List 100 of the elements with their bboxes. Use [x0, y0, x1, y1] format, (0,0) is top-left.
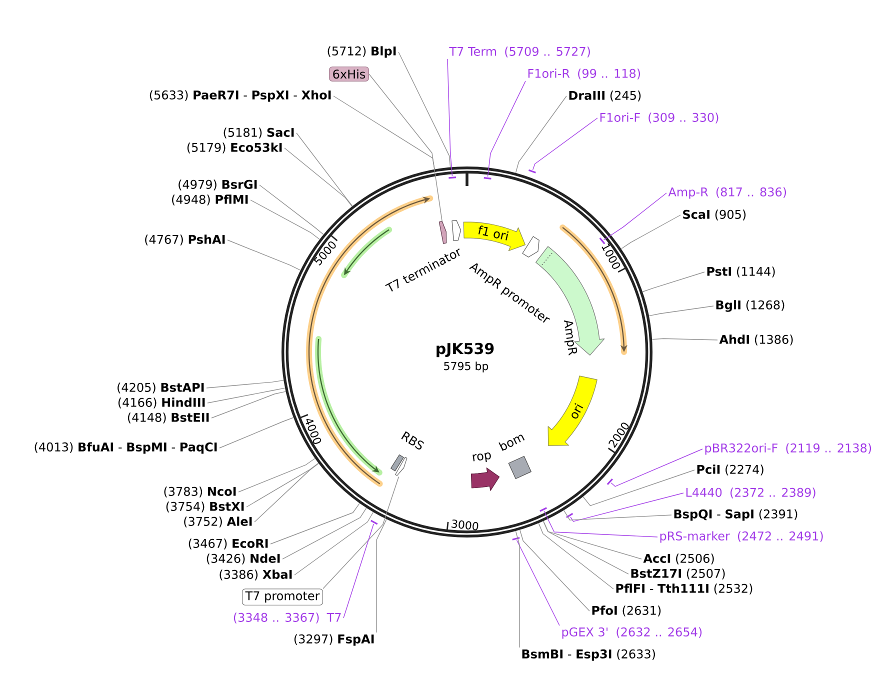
site-label: (4205) BstAPI	[118, 382, 204, 394]
primer-mark	[540, 507, 547, 512]
site-label: (5633) PaeR7I - PspXI - XhoI	[150, 90, 331, 102]
plasmid-name: pJK539	[436, 342, 494, 358]
leader-line	[246, 462, 319, 508]
site-label: ScaI (905)	[683, 210, 746, 220]
leader-line	[652, 338, 718, 340]
leader-line	[603, 192, 667, 240]
leader-line	[259, 184, 324, 235]
leader-line	[238, 458, 316, 492]
primer-label: T7 Term (5709 .. 5727)	[449, 46, 590, 58]
leader-line	[333, 96, 435, 170]
primer-mark	[599, 238, 606, 244]
site-label: (3426) NdeI	[206, 554, 280, 564]
primer-mark	[484, 176, 492, 180]
leader-line	[642, 272, 705, 292]
site-label: BsmBI - Esp3I (2633)	[522, 649, 655, 661]
leader-line	[294, 512, 374, 576]
primer-mark	[512, 536, 520, 540]
leader-line	[284, 148, 352, 207]
feature-label: rop	[472, 452, 491, 462]
leader-line	[487, 80, 526, 177]
leader-line	[447, 58, 453, 176]
primer-label: L4440 (2372 .. 2389)	[686, 488, 816, 498]
site-label: AccI (2506)	[643, 554, 714, 564]
site-label: (4013) BfuAI - BspMI - PaqCI	[34, 442, 217, 454]
feature-label: RBS	[401, 431, 424, 450]
site-label: BglI (1268)	[716, 300, 784, 312]
leader-line	[570, 492, 684, 522]
leader-line	[206, 380, 284, 388]
feature-marker	[395, 456, 408, 476]
primer-mark	[448, 176, 456, 179]
primer-label: (3348 .. 3367) T7	[234, 612, 341, 624]
leader-line	[376, 518, 387, 633]
leader-line	[322, 476, 400, 589]
site-label: BspQI - SapI (2391)	[674, 509, 798, 521]
site-label: AhdI (1386)	[719, 334, 793, 346]
primer-label: pGEX 3' (2632 .. 2654)	[562, 627, 702, 639]
primer-mark	[528, 169, 536, 174]
primer-label: F1ori-F (309 .. 330)	[600, 112, 718, 124]
leader-line	[648, 306, 714, 316]
leader-line	[610, 448, 703, 487]
site-label: (5712) BlpI	[328, 46, 396, 58]
leader-line	[543, 520, 642, 560]
label-box: 6xHis	[329, 66, 369, 82]
site-label: (3754) BstXI	[166, 502, 244, 512]
leader-line	[211, 391, 286, 418]
primer-label: Amp-R (817 .. 836)	[668, 187, 786, 199]
site-label: (3783) NcoI	[164, 486, 236, 498]
site-label: DraIII (245)	[569, 90, 641, 102]
leader-line	[250, 200, 320, 240]
leader-line	[544, 510, 658, 538]
site-label: (4979) BsrGI	[178, 180, 257, 190]
primer-label: pBR322ori-F (2119 .. 2138)	[705, 443, 872, 455]
leader-line	[516, 540, 560, 626]
leader-line	[270, 503, 360, 544]
site-label: PciI (2274)	[697, 464, 764, 476]
site-label: (3297) FspAI	[294, 634, 374, 646]
site-label: (4767) PshAI	[145, 234, 225, 246]
primer-mark	[606, 478, 613, 485]
feature-label: bom	[498, 434, 525, 451]
primer-mark	[566, 512, 574, 518]
site-label: PstI (1144)	[707, 266, 775, 278]
primer-label: pRS-marker (2472 .. 2491)	[660, 531, 823, 543]
leader-line	[515, 96, 567, 174]
leader-line	[207, 388, 286, 404]
leader-line	[582, 470, 695, 506]
site-label: (5179) Eco53kI	[187, 142, 282, 154]
leader-line	[515, 530, 520, 648]
site-label: (4148) BstEII	[128, 412, 209, 424]
label-box: T7 promoter	[242, 588, 324, 606]
leader-line	[621, 214, 681, 250]
feature-band: ori	[548, 376, 598, 446]
leader-line	[343, 524, 374, 618]
leader-line	[520, 530, 590, 612]
site-label: BstZ17I (2507)	[631, 568, 725, 580]
leader-line	[296, 132, 353, 206]
site-label: (3467) EcoRI	[188, 538, 268, 550]
site-label: (4166) HindIII	[118, 398, 205, 408]
primer-mark	[370, 520, 378, 525]
leader-line	[282, 508, 367, 560]
site-label: PfoI (2631)	[592, 606, 661, 616]
leader-line	[219, 417, 294, 448]
site-label: (3386) XbaI	[220, 570, 292, 580]
tick-label: 4000	[306, 418, 322, 444]
leader-line	[254, 463, 319, 522]
feature-band: f1 ori	[463, 222, 526, 252]
feature-label: AmpR	[564, 320, 577, 356]
tick-label: 1000	[602, 243, 620, 269]
leader-line	[564, 510, 672, 520]
leader-line	[227, 240, 301, 271]
leader-line	[538, 522, 614, 590]
site-label: (3752) AleI	[184, 516, 252, 528]
primer-label: F1ori-R (99 .. 118)	[528, 68, 640, 80]
leader-line	[398, 52, 451, 168]
site-label: (4948) PflMI	[172, 194, 248, 206]
site-label: PflFI - Tth111I (2532)	[616, 584, 752, 594]
plasmid-size: 5795 bp	[444, 362, 488, 372]
feature-marker	[438, 221, 447, 244]
leader-line	[532, 118, 598, 170]
